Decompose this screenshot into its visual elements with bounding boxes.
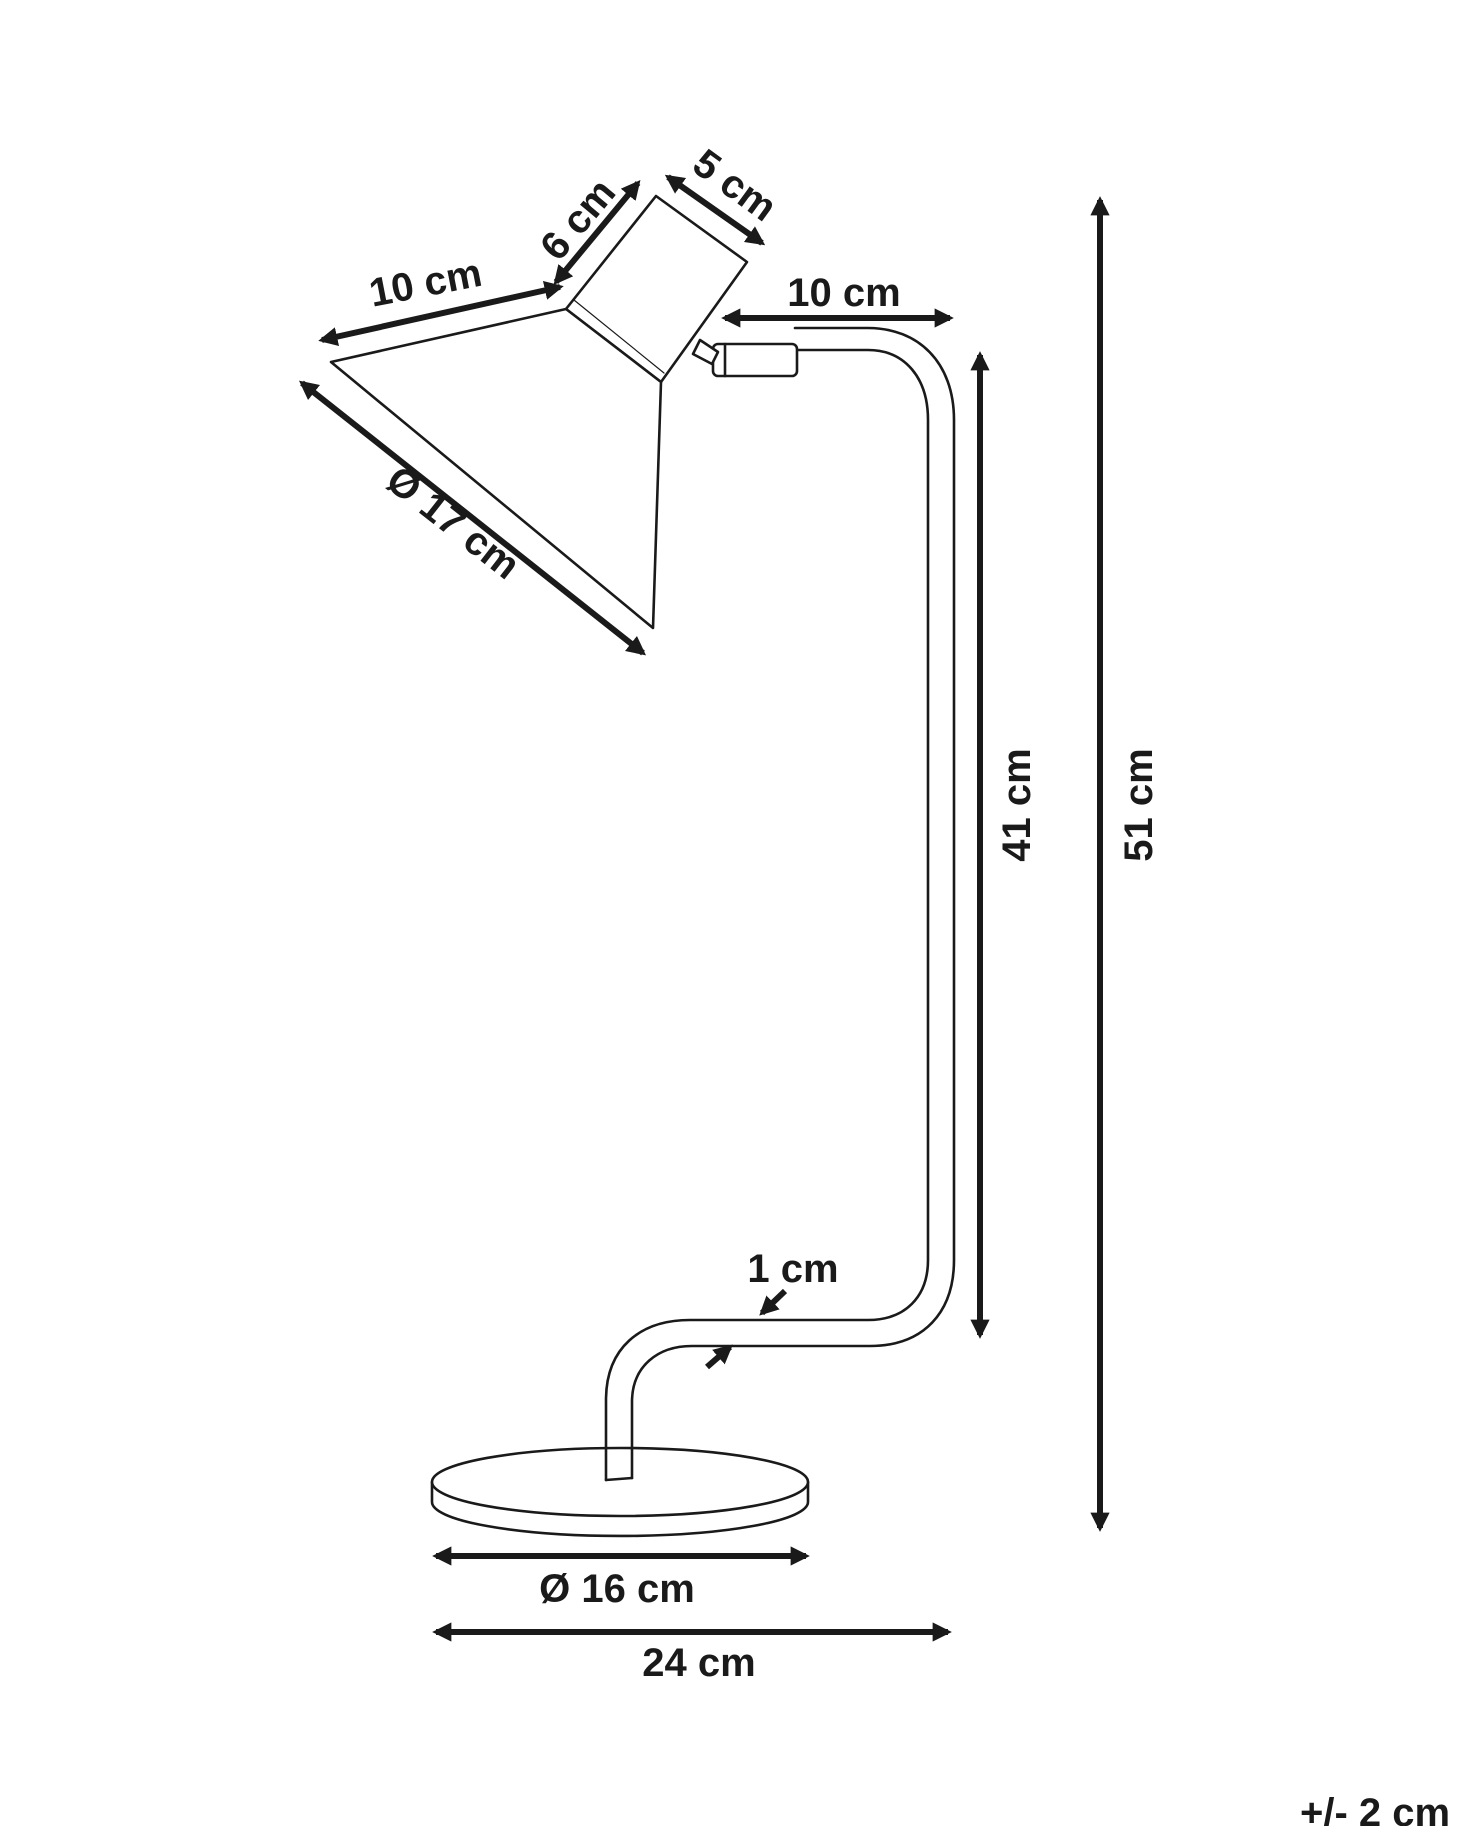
tolerance-label: +/- 2 cm <box>1300 1791 1450 1826</box>
socket-diameter-label: 5 cm <box>685 141 785 230</box>
total-height-label: 51 cm <box>1117 748 1161 861</box>
stem-thickness-arrow-bottom <box>705 1344 733 1370</box>
shade-diameter-arrow <box>298 380 647 656</box>
dimension-lines <box>298 174 1110 1642</box>
socket-length-arrow <box>553 180 641 285</box>
arm-reach-label: 10 cm <box>787 271 900 315</box>
socket-diameter-arrow <box>664 174 766 246</box>
lamp-connector <box>691 338 720 366</box>
lamp-drawing <box>329 194 956 1538</box>
stem-height-label: 41 cm <box>995 748 1039 861</box>
stem-thickness-arrow-top <box>759 1288 788 1316</box>
base-diameter-label: Ø 16 cm <box>539 1567 695 1611</box>
stem-thickness-label: 1 cm <box>747 1247 838 1291</box>
lamp-stem <box>604 326 956 1482</box>
shade-length-arrow <box>318 280 564 347</box>
lamp-base <box>430 1446 810 1538</box>
total-width-label: 24 cm <box>642 1641 755 1685</box>
